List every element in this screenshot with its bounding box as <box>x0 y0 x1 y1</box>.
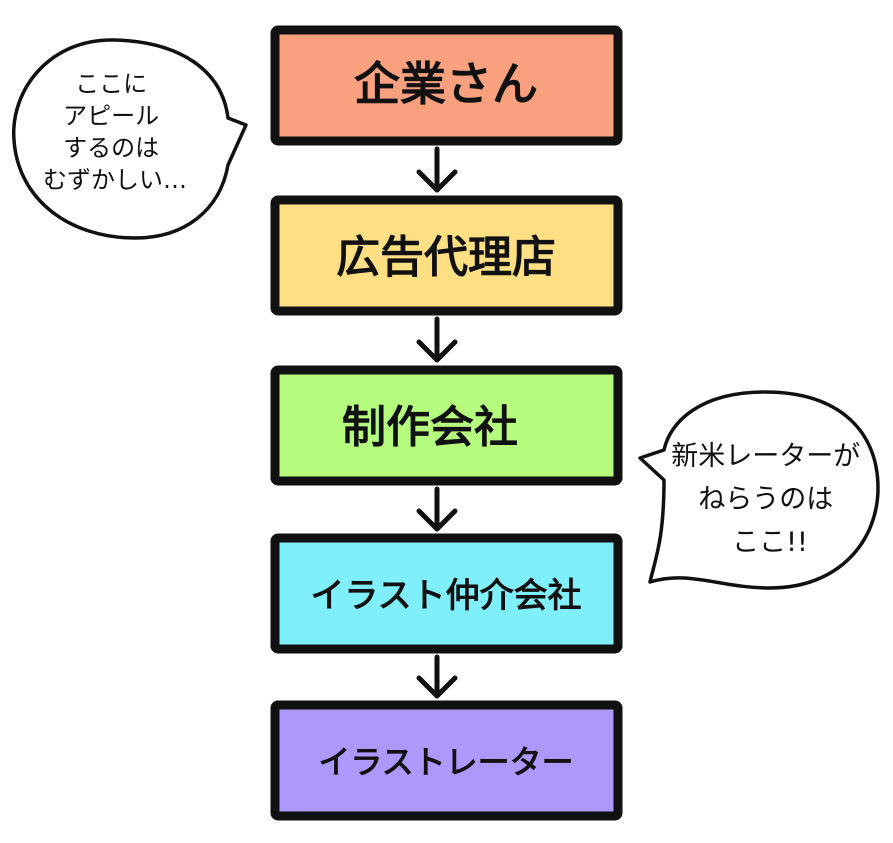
speech-bubble-right: 新米レーターが ねらうのは ここ!! <box>638 390 880 590</box>
speech-bubble-left-line: するのは <box>63 134 159 162</box>
flow-arrow-3 <box>416 486 458 532</box>
flow-box-client-label: 企業さん <box>354 57 538 111</box>
flow-box-client: 企業さん <box>270 25 623 146</box>
flow-box-illustrator-label: イラストレーター <box>318 743 573 781</box>
speech-bubble-right-line: ここ!! <box>732 527 808 558</box>
speech-bubble-right-line: ねらうのは <box>698 484 833 515</box>
flow-box-illustration-agency: イラスト仲介会社 <box>270 533 623 654</box>
speech-bubble-right-text: 新米レーターが ねらうのは ここ!! <box>671 441 869 558</box>
flow-arrow-2 <box>416 316 458 363</box>
flow-arrow-1 <box>416 146 458 193</box>
speech-bubble-left: ここに アピール するのは むずかしい… <box>12 38 248 240</box>
speech-bubble-left-line: アピール <box>63 102 159 130</box>
flow-box-illustration-agency-label: イラスト仲介会社 <box>310 576 581 616</box>
speech-bubble-left-text: ここに アピール するのは むずかしい… <box>43 70 187 194</box>
flow-box-production-company-label: 制作会社 <box>342 402 518 453</box>
flow-box-ad-agency: 広告代理店 <box>270 195 623 316</box>
flow-box-ad-agency-label: 広告代理店 <box>336 232 556 283</box>
speech-bubble-left-line: むずかしい… <box>43 166 187 194</box>
flow-box-production-company: 制作会社 <box>270 365 623 486</box>
flow-box-illustrator: イラストレーター <box>270 700 623 821</box>
speech-bubble-left-line: ここに <box>75 70 147 98</box>
speech-bubble-right-line: 新米レーターが <box>671 441 860 472</box>
flow-arrow-4 <box>416 654 458 699</box>
